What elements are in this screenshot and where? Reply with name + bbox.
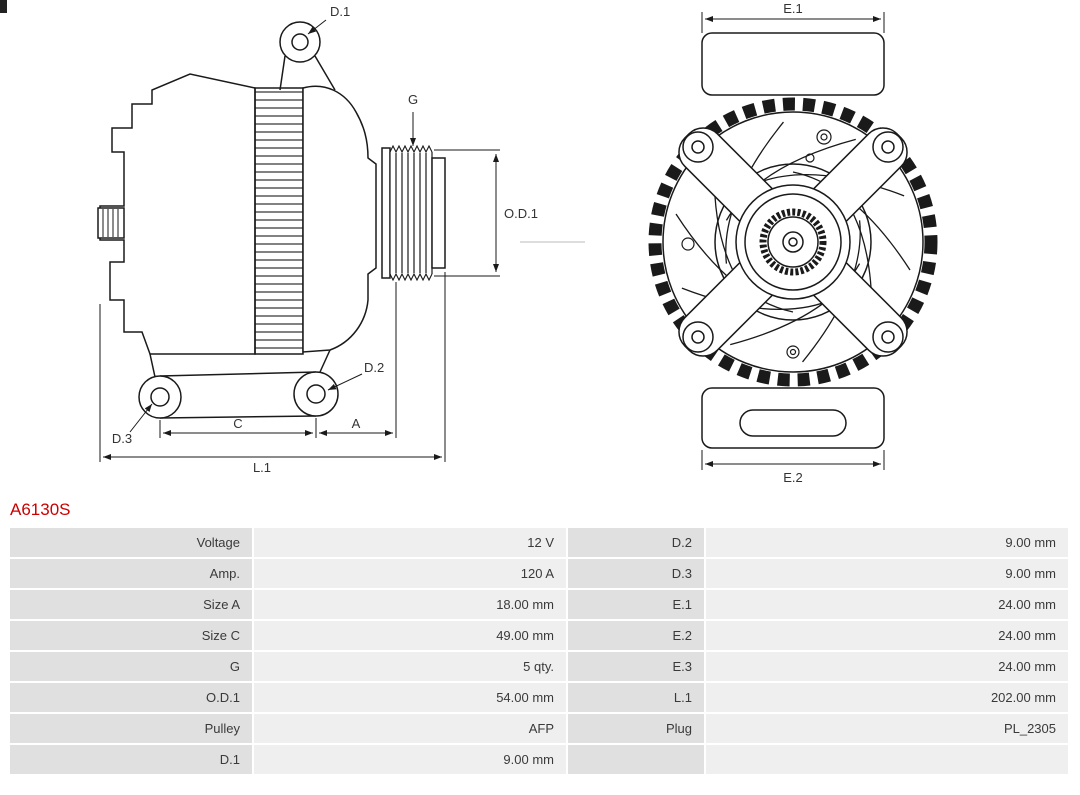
spec-label bbox=[568, 745, 704, 774]
dim-label-d3: D.3 bbox=[112, 431, 132, 446]
part-number: A6130S bbox=[10, 500, 71, 519]
spec-label: E.1 bbox=[568, 590, 704, 619]
spec-value: 49.00 mm bbox=[254, 621, 566, 650]
spec-value: 12 V bbox=[254, 528, 566, 557]
spec-table: Voltage 12 V D.2 9.00 mm Amp. 120 A D.3 … bbox=[8, 526, 1070, 776]
spec-value: 9.00 mm bbox=[706, 559, 1068, 588]
bottom-bracket-slot bbox=[739, 409, 847, 437]
connector-block bbox=[97, 207, 125, 239]
spec-value: 9.00 mm bbox=[254, 745, 566, 774]
dim-label-l1: L.1 bbox=[253, 460, 271, 475]
table-row: O.D.1 54.00 mm L.1 202.00 mm bbox=[10, 683, 1068, 712]
spec-label: G bbox=[10, 652, 252, 681]
alternator-front-view bbox=[648, 32, 938, 449]
spec-value: 54.00 mm bbox=[254, 683, 566, 712]
dim-label-c: C bbox=[233, 416, 242, 431]
spec-value: 24.00 mm bbox=[706, 590, 1068, 619]
spec-label: D.2 bbox=[568, 528, 704, 557]
stator-ribs bbox=[254, 87, 304, 355]
spec-value: 24.00 mm bbox=[706, 621, 1068, 650]
table-row: Amp. 120 A D.3 9.00 mm bbox=[10, 559, 1068, 588]
spec-label: E.3 bbox=[568, 652, 704, 681]
alternator-side-view bbox=[97, 21, 446, 419]
spec-label: D.3 bbox=[568, 559, 704, 588]
table-row: D.1 9.00 mm bbox=[10, 745, 1068, 774]
dim-label-a: A bbox=[352, 416, 361, 431]
spec-label: O.D.1 bbox=[10, 683, 252, 712]
dim-label-d2: D.2 bbox=[364, 360, 384, 375]
front-view-dimensions bbox=[701, 12, 885, 470]
spec-label: D.1 bbox=[10, 745, 252, 774]
side-view-dimensions bbox=[99, 19, 585, 462]
spec-value: PL_2305 bbox=[706, 714, 1068, 743]
mounting-lugs bbox=[138, 349, 339, 419]
corner-artifact bbox=[0, 0, 7, 13]
dim-label-e2: E.2 bbox=[783, 470, 803, 485]
dim-label-e1: E.1 bbox=[783, 1, 803, 16]
front-housing-outline bbox=[302, 85, 377, 353]
table-row: Voltage 12 V D.2 9.00 mm bbox=[10, 528, 1068, 557]
table-row: Pulley AFP Plug PL_2305 bbox=[10, 714, 1068, 743]
spec-value bbox=[706, 745, 1068, 774]
spec-label: Amp. bbox=[10, 559, 252, 588]
spec-label: Pulley bbox=[10, 714, 252, 743]
spec-value: 9.00 mm bbox=[706, 528, 1068, 557]
spec-value: AFP bbox=[254, 714, 566, 743]
table-row: Size C 49.00 mm E.2 24.00 mm bbox=[10, 621, 1068, 650]
spec-value: 120 A bbox=[254, 559, 566, 588]
bolt-holes bbox=[682, 131, 904, 353]
detail-holes bbox=[681, 129, 832, 359]
dim-label-od1: O.D.1 bbox=[504, 206, 538, 221]
pulley-side bbox=[381, 144, 446, 282]
spec-value: 24.00 mm bbox=[706, 652, 1068, 681]
vent-ring bbox=[648, 97, 938, 387]
spec-label: Size A bbox=[10, 590, 252, 619]
alternator-technical-drawing: D.1 G O.D.1 D.3 D.2 C A L.1 bbox=[97, 1, 938, 485]
table-row: Size A 18.00 mm E.1 24.00 mm bbox=[10, 590, 1068, 619]
spec-value: 18.00 mm bbox=[254, 590, 566, 619]
dim-label-d1: D.1 bbox=[330, 4, 350, 19]
spec-value: 5 qty. bbox=[254, 652, 566, 681]
spec-label: Size C bbox=[10, 621, 252, 650]
spec-label: E.2 bbox=[568, 621, 704, 650]
pulley-front bbox=[735, 184, 851, 300]
dim-label-g: G bbox=[408, 92, 418, 107]
spec-label: Voltage bbox=[10, 528, 252, 557]
spec-label: Plug bbox=[568, 714, 704, 743]
table-row: G 5 qty. E.3 24.00 mm bbox=[10, 652, 1068, 681]
spec-value: 202.00 mm bbox=[706, 683, 1068, 712]
spec-label: L.1 bbox=[568, 683, 704, 712]
top-bracket bbox=[701, 32, 885, 96]
